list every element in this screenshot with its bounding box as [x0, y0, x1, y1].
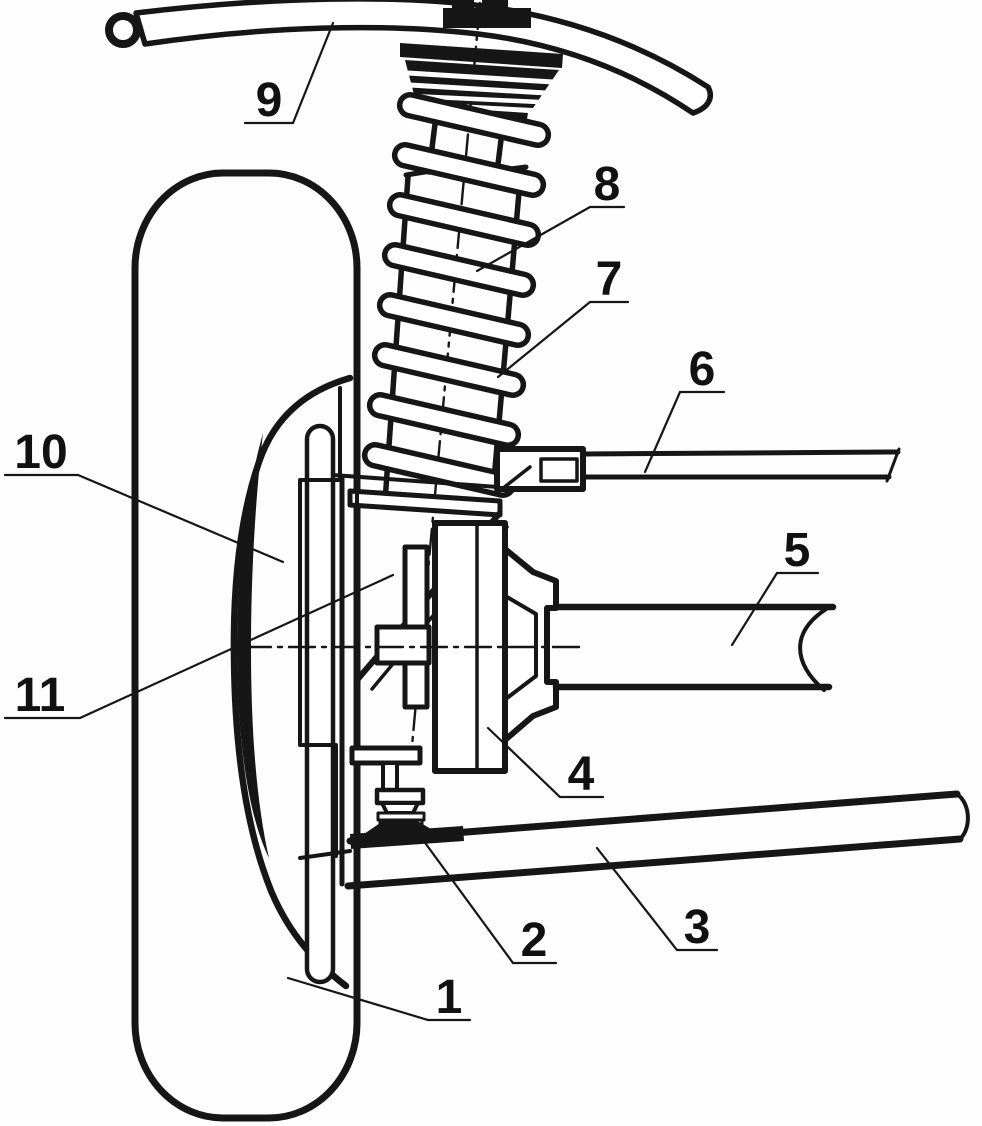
lower-control-arm [344, 790, 970, 890]
stub-axle-boss [374, 624, 432, 666]
rim-flange-crescent [237, 433, 269, 858]
leaf-spring [105, 0, 714, 116]
tie-rod-top-edge [580, 449, 901, 457]
callout-5-label: 5 [784, 524, 811, 577]
callout-9-leader [243, 21, 335, 125]
coil-7 [366, 392, 522, 448]
callout-6-label: 6 [689, 343, 716, 396]
knuckle-bottom-bracket [349, 745, 423, 766]
callout-9-label: 9 [256, 74, 283, 127]
drum-outer-arc [230, 374, 354, 990]
callout-11-leader [3, 573, 395, 720]
lower-arm-hidden-edge [355, 837, 452, 848]
knuckle-top-flange [347, 488, 503, 518]
tie-rod-end-inner [539, 457, 579, 483]
clamp-bolt-right [482, 0, 508, 8]
steering-arm-edge [500, 465, 532, 491]
tie-rod [494, 446, 901, 492]
callout-5-leader [730, 571, 820, 647]
callout-1-leader [286, 976, 472, 1022]
callout-10-label: 10 [14, 426, 67, 479]
callout-7-leader [496, 300, 630, 379]
clamp-bolt-left [452, 0, 474, 9]
spring-clamp-bar [443, 8, 531, 28]
callout-2-leader [421, 838, 558, 965]
callout-2-label: 2 [521, 914, 548, 967]
callout-4-leader [486, 726, 605, 799]
callout-3-label: 3 [684, 901, 711, 954]
drum-face-band [304, 423, 336, 985]
rubber-stripe-1 [407, 70, 554, 85]
leaf-spring-band [133, 0, 714, 116]
callout-8-leader [475, 205, 626, 273]
leaf-spring-eye [105, 12, 141, 48]
brake-drum [230, 374, 354, 990]
callout-6-leader [643, 390, 726, 474]
callout-4-label: 4 [568, 748, 595, 801]
callout-11-label: 11 [15, 669, 66, 722]
lower-arm-break-line [955, 792, 970, 841]
callout-1-label: 1 [436, 971, 463, 1024]
coil-5 [376, 292, 532, 348]
coil-1 [396, 92, 552, 148]
ball-joint [349, 745, 464, 849]
coil-2 [391, 142, 547, 198]
coil-spring [361, 92, 552, 498]
knuckle-top-seam [331, 473, 500, 489]
tie-rod-break-line [885, 447, 901, 483]
cv-joint-inner [505, 595, 538, 700]
ball-joint-stem [381, 761, 399, 792]
driveshaft [243, 603, 837, 692]
callout-8-label: 8 [594, 158, 621, 211]
mount-top-plate [400, 43, 563, 68]
coil-4 [381, 242, 537, 298]
lower-arm-top-edge [346, 790, 961, 845]
callouts: 1 2 3 4 5 6 7 8 9 10 11 [3, 21, 820, 1024]
backing-plate-edge [298, 386, 342, 858]
callout-7-label: 7 [596, 253, 623, 306]
coil-6 [371, 342, 527, 398]
callout-3-leader [595, 846, 719, 952]
cv-joint-bell [502, 546, 559, 743]
callout-10-leader [3, 473, 285, 564]
rubber-stripe-2 [409, 82, 547, 96]
driveshaft-break-line [798, 604, 833, 692]
